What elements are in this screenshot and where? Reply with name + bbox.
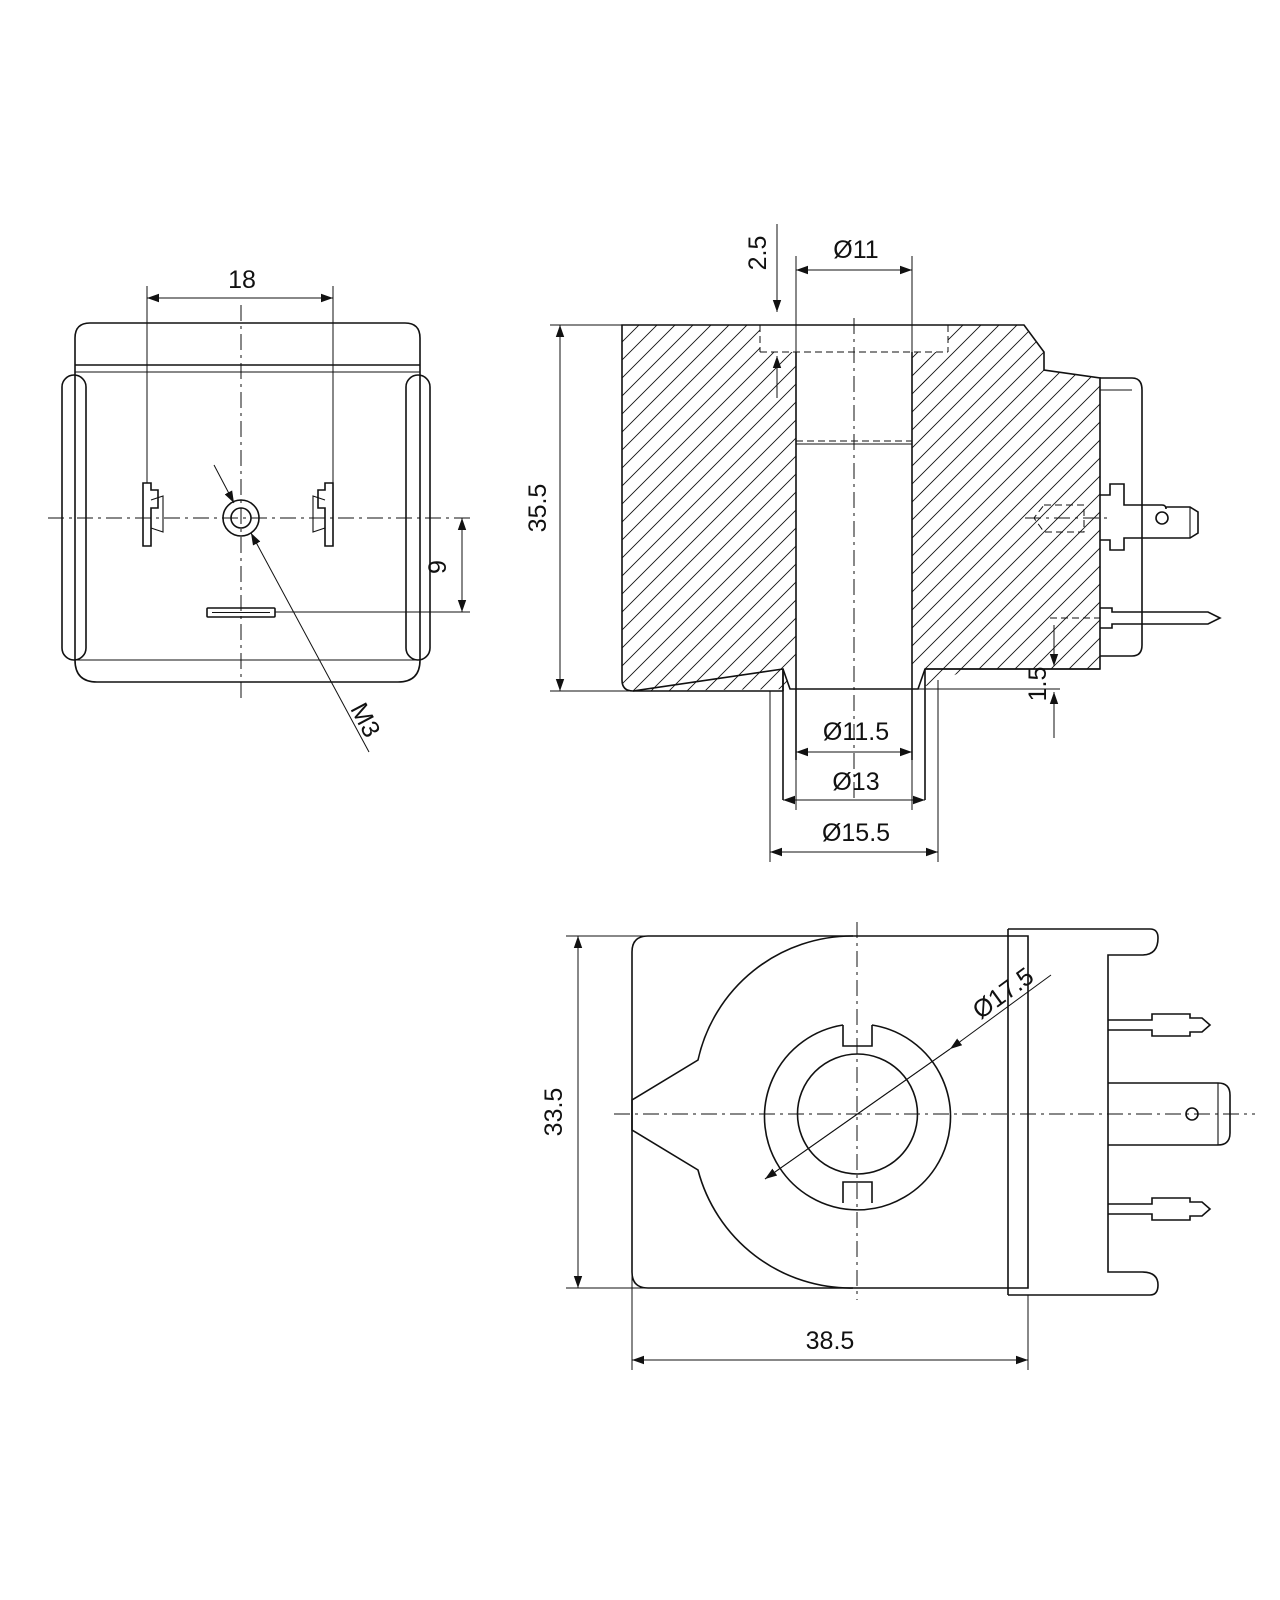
dim-front-width: 18 [228,266,256,294]
hatch-line [622,325,845,691]
hatch-line [622,325,827,691]
hatch-line [731,325,1100,691]
hatch-line [1110,318,1280,700]
hatch-line [622,325,629,691]
dim-side-height: 35.5 [524,484,552,533]
hatch-line [893,325,1100,691]
dim-side-bore-bottom: Ø11.5 [823,718,889,746]
side-terminal-pin [1033,483,1199,551]
dim-side-top-depth: 2.5 [744,236,772,271]
hatch-line [875,325,1100,691]
top-terminal-lower [1108,1197,1212,1221]
front-right-terminal [312,482,334,547]
side-connector-housing [1100,377,1143,657]
top-view: Ø17.5 33.5 38.5 [540,922,1255,1370]
top-body-outline [631,935,1029,1289]
hatch-line [622,325,755,691]
dim-side-bottom-step: 1.5 [1024,667,1052,702]
front-view: 18 9 M3 [48,266,470,753]
hatch-line [1073,325,1100,691]
hatch-line [622,325,737,691]
hatch-line [857,325,1100,691]
hatch-line [929,325,1100,691]
hatch-line [1091,325,1100,691]
hatch-line [947,325,1100,691]
hatch-line [1019,325,1100,691]
side-section-view: 2.5 Ø11 35.5 1.5 Ø11.5 Ø13 Ø15.5 [524,224,1280,862]
dim-side-spigot-outer: Ø15.5 [822,819,890,847]
front-body-outline [74,322,421,683]
dim-side-spigot-inner: Ø13 [832,768,879,796]
hatch-line [622,325,665,691]
dim-front-offset: 9 [424,560,452,574]
hatch-line [622,325,683,691]
top-raised-boss [631,935,854,1289]
hatch-line [983,325,1100,691]
side-hatching [622,318,1280,700]
dim-top-height: 33.5 [540,1088,568,1137]
hatch-line [622,325,647,691]
hatch-line [622,325,809,691]
hatch-line [622,325,701,691]
dim-side-bore-top: Ø11 [833,236,878,264]
hatch-line [965,325,1100,691]
side-blade-terminal [1050,607,1222,629]
hatch-line [622,325,791,691]
dim-top-width: 38.5 [806,1327,855,1355]
dim-front-thread: M3 [345,698,386,742]
hatch-line [911,325,1100,691]
hatch-line [622,325,773,691]
hatch-line [622,325,719,691]
front-left-terminal [142,482,164,547]
hatch-line [1055,325,1100,691]
hatch-line [1001,325,1100,691]
top-connector-frame [1028,928,1159,1296]
top-terminal-upper [1108,1013,1212,1037]
